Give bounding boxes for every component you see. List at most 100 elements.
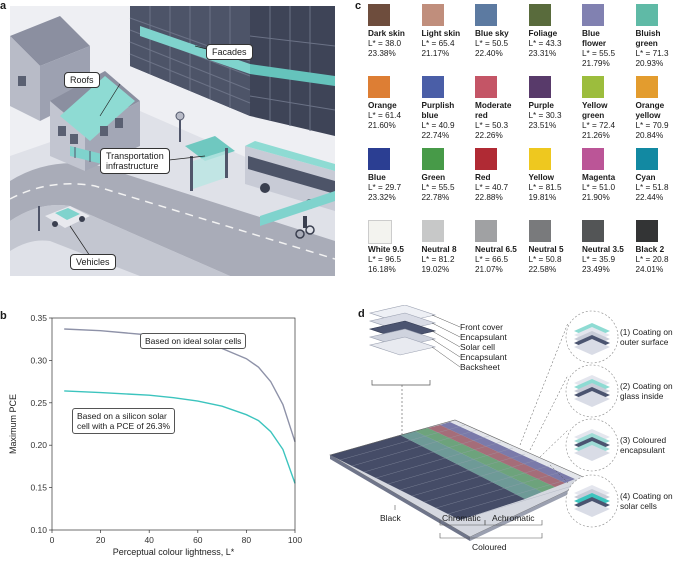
- swatch-lightness: L* = 50.3: [475, 121, 527, 131]
- swatch-lightness: L* = 40.7: [475, 183, 527, 193]
- swatch-pce: 22.78%: [422, 193, 474, 203]
- colour-swatch: [475, 220, 497, 242]
- swatch-name: Blue sky: [475, 29, 527, 39]
- x-tick-label: 20: [96, 535, 106, 545]
- swatch-name: Red: [475, 173, 527, 183]
- swatch-lightness: L* = 50.5: [475, 39, 527, 49]
- swatch-name: Black 2: [636, 245, 685, 255]
- swatch-name: Neutral 3.5: [582, 245, 634, 255]
- swatch-lightness: L* = 30.3: [529, 111, 581, 121]
- annotation-silicon: Based on a silicon solar cell with a PCE…: [72, 408, 175, 434]
- swatch-pce: 21.26%: [582, 131, 634, 141]
- swatch-name: Foliage: [529, 29, 581, 39]
- swatch-pce: 22.88%: [475, 193, 527, 203]
- swatch-lightness: L* = 51.8: [636, 183, 685, 193]
- swatch-pce: 21.17%: [422, 49, 474, 59]
- y-tick-label: 0.20: [30, 440, 47, 450]
- swatch-lightness: L* = 66.5: [475, 255, 527, 265]
- option-3-label: (3) Coloured encapsulant: [620, 435, 666, 455]
- swatch-pce: 19.02%: [422, 265, 474, 275]
- swatch-name: Orange yellow: [636, 101, 685, 121]
- swatch-pce: 22.74%: [422, 131, 474, 141]
- swatch-name: Orange: [368, 101, 420, 111]
- label-facades: Facades: [206, 44, 253, 60]
- colour-swatch: [529, 76, 551, 98]
- swatch-pce: 16.18%: [368, 265, 420, 275]
- swatch-lightness: L* = 29.7: [368, 183, 420, 193]
- swatch-name: Yellow green: [582, 101, 634, 121]
- swatch-pce: 21.60%: [368, 121, 420, 131]
- swatch-name: Blue flower: [582, 29, 634, 49]
- annotation-ideal: Based on ideal solar cells: [140, 333, 246, 349]
- swatch-pce: 23.32%: [368, 193, 420, 203]
- label-achromatic: Achromatic: [492, 513, 535, 523]
- swatch-name: Neutral 8: [422, 245, 474, 255]
- swatch-lightness: L* = 38.0: [368, 39, 420, 49]
- option-1-label: (1) Coating on outer surface: [620, 327, 673, 347]
- colour-swatch: [422, 4, 444, 26]
- swatch-name: Moderate red: [475, 101, 527, 121]
- label-transport: Transportation infrastructure: [100, 148, 170, 174]
- swatch-lightness: L* = 51.0: [582, 183, 634, 193]
- colour-swatch: [636, 76, 658, 98]
- city-illustration: [10, 6, 335, 276]
- panel-letter-c: c: [355, 0, 361, 12]
- x-tick-label: 80: [242, 535, 252, 545]
- swatch-lightness: L* = 55.5: [582, 49, 634, 59]
- layer-label: Front cover: [460, 322, 507, 332]
- swatch-pce: 23.31%: [529, 49, 581, 59]
- swatch-pce: 22.26%: [475, 131, 527, 141]
- swatch-pce: 24.01%: [636, 265, 685, 275]
- swatch-pce: 21.79%: [582, 59, 634, 69]
- swatch-lightness: L* = 61.4: [368, 111, 420, 121]
- swatch-pce: 20.93%: [636, 59, 685, 69]
- swatch-lightness: L* = 71.3: [636, 49, 685, 59]
- swatch-lightness: L* = 72.4: [582, 121, 634, 131]
- swatch-pce: 19.81%: [529, 193, 581, 203]
- colour-swatch: [368, 76, 390, 98]
- swatch-pce: 21.07%: [475, 265, 527, 275]
- colour-swatch: [582, 220, 604, 242]
- swatch-lightness: L* = 50.8: [529, 255, 581, 265]
- colour-swatch: [422, 220, 444, 242]
- swatch-pce: 23.51%: [529, 121, 581, 131]
- swatch-pce: 22.44%: [636, 193, 685, 203]
- layer-label: Solar cell: [460, 342, 507, 352]
- swatch-pce: 22.40%: [475, 49, 527, 59]
- layer-label: Backsheet: [460, 362, 507, 372]
- colour-swatch: [582, 76, 604, 98]
- swatch-name: Cyan: [636, 173, 685, 183]
- swatch-pce: 21.90%: [582, 193, 634, 203]
- label-roofs: Roofs: [64, 72, 100, 88]
- colour-swatch: [636, 220, 658, 242]
- label-chromatic: Chromatic: [442, 513, 481, 523]
- panel-d-module-schematic: Front cover Encapsulant Solar cell Encap…: [320, 305, 685, 557]
- option-4-label: (4) Coating on solar cells: [620, 491, 673, 511]
- swatch-name: Neutral 5: [529, 245, 581, 255]
- colour-swatch: [475, 4, 497, 26]
- colour-swatch: [422, 76, 444, 98]
- colour-swatch: [475, 76, 497, 98]
- x-tick-label: 0: [50, 535, 55, 545]
- swatch-name: Bluish green: [636, 29, 685, 49]
- swatch-name: Blue: [368, 173, 420, 183]
- colour-swatch: [475, 148, 497, 170]
- colour-swatch: [582, 148, 604, 170]
- swatch-pce: 23.49%: [582, 265, 634, 275]
